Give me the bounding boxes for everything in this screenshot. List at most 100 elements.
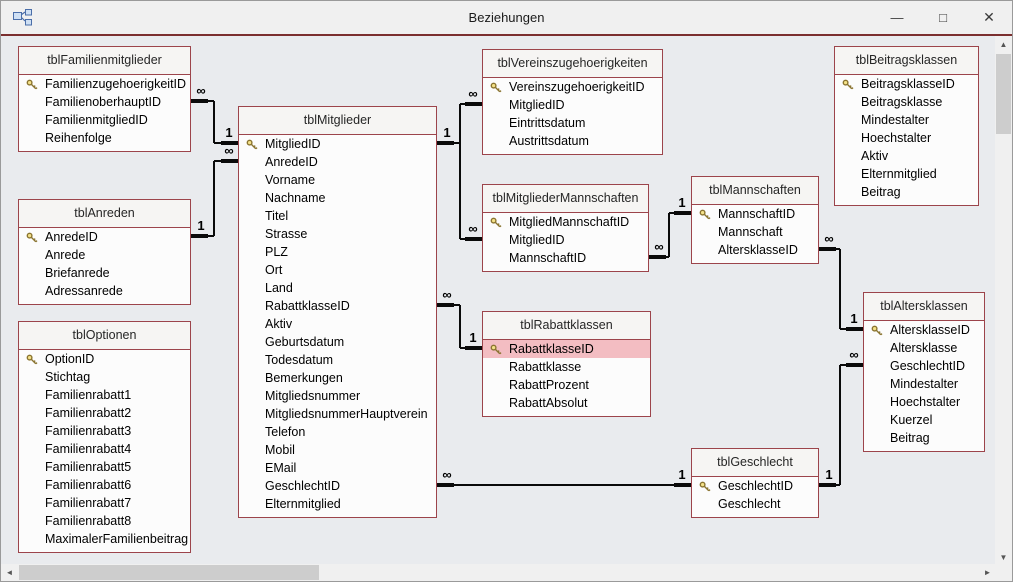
table-title[interactable]: tblMannschaften xyxy=(692,177,818,205)
field-row[interactable]: EMail xyxy=(239,459,436,477)
field-row[interactable]: Strasse xyxy=(239,225,436,243)
field-row[interactable]: Adressanrede xyxy=(19,282,190,300)
field-row[interactable]: Mindestalter xyxy=(864,375,984,393)
field-row[interactable]: GeschlechtID xyxy=(864,357,984,375)
field-row[interactable]: Familienrabatt2 xyxy=(19,404,190,422)
relationship-line[interactable] xyxy=(459,143,461,239)
field-row[interactable]: Geschlecht xyxy=(692,495,818,513)
table-title[interactable]: tblFamilienmitglieder xyxy=(19,47,190,75)
field-row[interactable]: Aktiv xyxy=(239,315,436,333)
relationship-endcap[interactable] xyxy=(674,483,691,487)
field-row[interactable]: Anrede xyxy=(19,246,190,264)
field-row[interactable]: Beitragsklasse xyxy=(835,93,978,111)
table-title[interactable]: tblAnreden xyxy=(19,200,190,228)
relationships-window-icon[interactable] xyxy=(12,8,34,27)
field-row[interactable]: Familienrabatt5 xyxy=(19,458,190,476)
field-row[interactable]: MannschaftID xyxy=(692,205,818,223)
field-row[interactable]: Familienrabatt3 xyxy=(19,422,190,440)
field-row[interactable]: FamilienzugehoerigkeitID xyxy=(19,75,190,93)
relationship-line[interactable] xyxy=(437,484,691,486)
field-row[interactable]: Elternmitglied xyxy=(835,165,978,183)
field-row[interactable]: MannschaftID xyxy=(483,249,648,267)
field-row[interactable]: Reihenfolge xyxy=(19,129,190,147)
relationship-endcap[interactable] xyxy=(437,303,454,307)
field-row[interactable]: Rabattklasse xyxy=(483,358,650,376)
field-row[interactable]: Kuerzel xyxy=(864,411,984,429)
relationship-line[interactable] xyxy=(213,101,215,143)
relationship-endcap[interactable] xyxy=(191,234,208,238)
field-row[interactable]: Mannschaft xyxy=(692,223,818,241)
relationship-line[interactable] xyxy=(839,365,841,485)
field-row[interactable]: Altersklasse xyxy=(864,339,984,357)
table-title[interactable]: tblMitgliederMannschaften xyxy=(483,185,648,213)
field-row[interactable]: MitgliedID xyxy=(239,135,436,153)
field-row[interactable]: RabattProzent xyxy=(483,376,650,394)
field-row[interactable]: Briefanrede xyxy=(19,264,190,282)
field-row[interactable]: RabattAbsolut xyxy=(483,394,650,412)
relationship-endcap[interactable] xyxy=(674,211,691,215)
field-row[interactable]: Aktiv xyxy=(835,147,978,165)
field-row[interactable]: Mobil xyxy=(239,441,436,459)
field-row[interactable]: Familienrabatt7 xyxy=(19,494,190,512)
field-row[interactable]: Familienrabatt6 xyxy=(19,476,190,494)
relationship-endcap[interactable] xyxy=(465,346,482,350)
relationship-endcap[interactable] xyxy=(221,141,238,145)
field-row[interactable]: MitgliedID xyxy=(483,96,662,114)
field-row[interactable]: Hoechstalter xyxy=(835,129,978,147)
close-button[interactable]: ✕ xyxy=(983,9,995,25)
field-row[interactable]: Todesdatum xyxy=(239,351,436,369)
field-row[interactable]: Elternmitglied xyxy=(239,495,436,513)
table-title[interactable]: tblOptionen xyxy=(19,322,190,350)
field-row[interactable]: Beitrag xyxy=(864,429,984,447)
field-row[interactable]: FamilienoberhauptID xyxy=(19,93,190,111)
relationship-endcap[interactable] xyxy=(846,327,863,331)
field-row[interactable]: Mindestalter xyxy=(835,111,978,129)
field-row[interactable]: Beitrag xyxy=(835,183,978,201)
field-row[interactable]: Bemerkungen xyxy=(239,369,436,387)
field-row[interactable]: Geburtsdatum xyxy=(239,333,436,351)
relationship-endcap[interactable] xyxy=(819,483,836,487)
field-row[interactable]: Familienrabatt8 xyxy=(19,512,190,530)
field-row[interactable]: OptionID xyxy=(19,350,190,368)
field-row[interactable]: VereinszugehoerigkeitID xyxy=(483,78,662,96)
field-row[interactable]: MitgliedID xyxy=(483,231,648,249)
relationship-endcap[interactable] xyxy=(819,247,836,251)
scroll-left-icon[interactable]: ◄ xyxy=(5,568,14,577)
relationship-line[interactable] xyxy=(213,161,215,236)
field-row[interactable]: Hoechstalter xyxy=(864,393,984,411)
field-row[interactable]: MitgliedMannschaftID xyxy=(483,213,648,231)
field-row[interactable]: Vorname xyxy=(239,171,436,189)
horizontal-scrollbar[interactable]: ◄ ► xyxy=(1,564,996,581)
table-title[interactable]: tblRabattklassen xyxy=(483,312,650,340)
field-row[interactable]: Familienrabatt1 xyxy=(19,386,190,404)
field-row[interactable]: Austrittsdatum xyxy=(483,132,662,150)
scroll-up-icon[interactable]: ▲ xyxy=(999,40,1008,49)
field-row[interactable]: MitgliedsnummerHauptverein xyxy=(239,405,436,423)
relationship-endcap[interactable] xyxy=(191,99,208,103)
field-row[interactable]: AnredeID xyxy=(19,228,190,246)
field-row[interactable]: Stichtag xyxy=(19,368,190,386)
horizontal-scrollbar-thumb[interactable] xyxy=(19,565,319,580)
field-row[interactable]: BeitragsklasseID xyxy=(835,75,978,93)
relationship-endcap[interactable] xyxy=(221,159,238,163)
vertical-scrollbar-thumb[interactable] xyxy=(996,54,1011,134)
field-row[interactable]: GeschlechtID xyxy=(692,477,818,495)
field-row[interactable]: FamilienmitgliedID xyxy=(19,111,190,129)
relationship-line[interactable] xyxy=(459,104,461,143)
relationship-endcap[interactable] xyxy=(465,102,482,106)
field-row[interactable]: AnredeID xyxy=(239,153,436,171)
relationship-endcap[interactable] xyxy=(649,255,666,259)
field-row[interactable]: AltersklasseID xyxy=(692,241,818,259)
relationship-endcap[interactable] xyxy=(437,141,454,145)
table-title[interactable]: tblBeitragsklassen xyxy=(835,47,978,75)
